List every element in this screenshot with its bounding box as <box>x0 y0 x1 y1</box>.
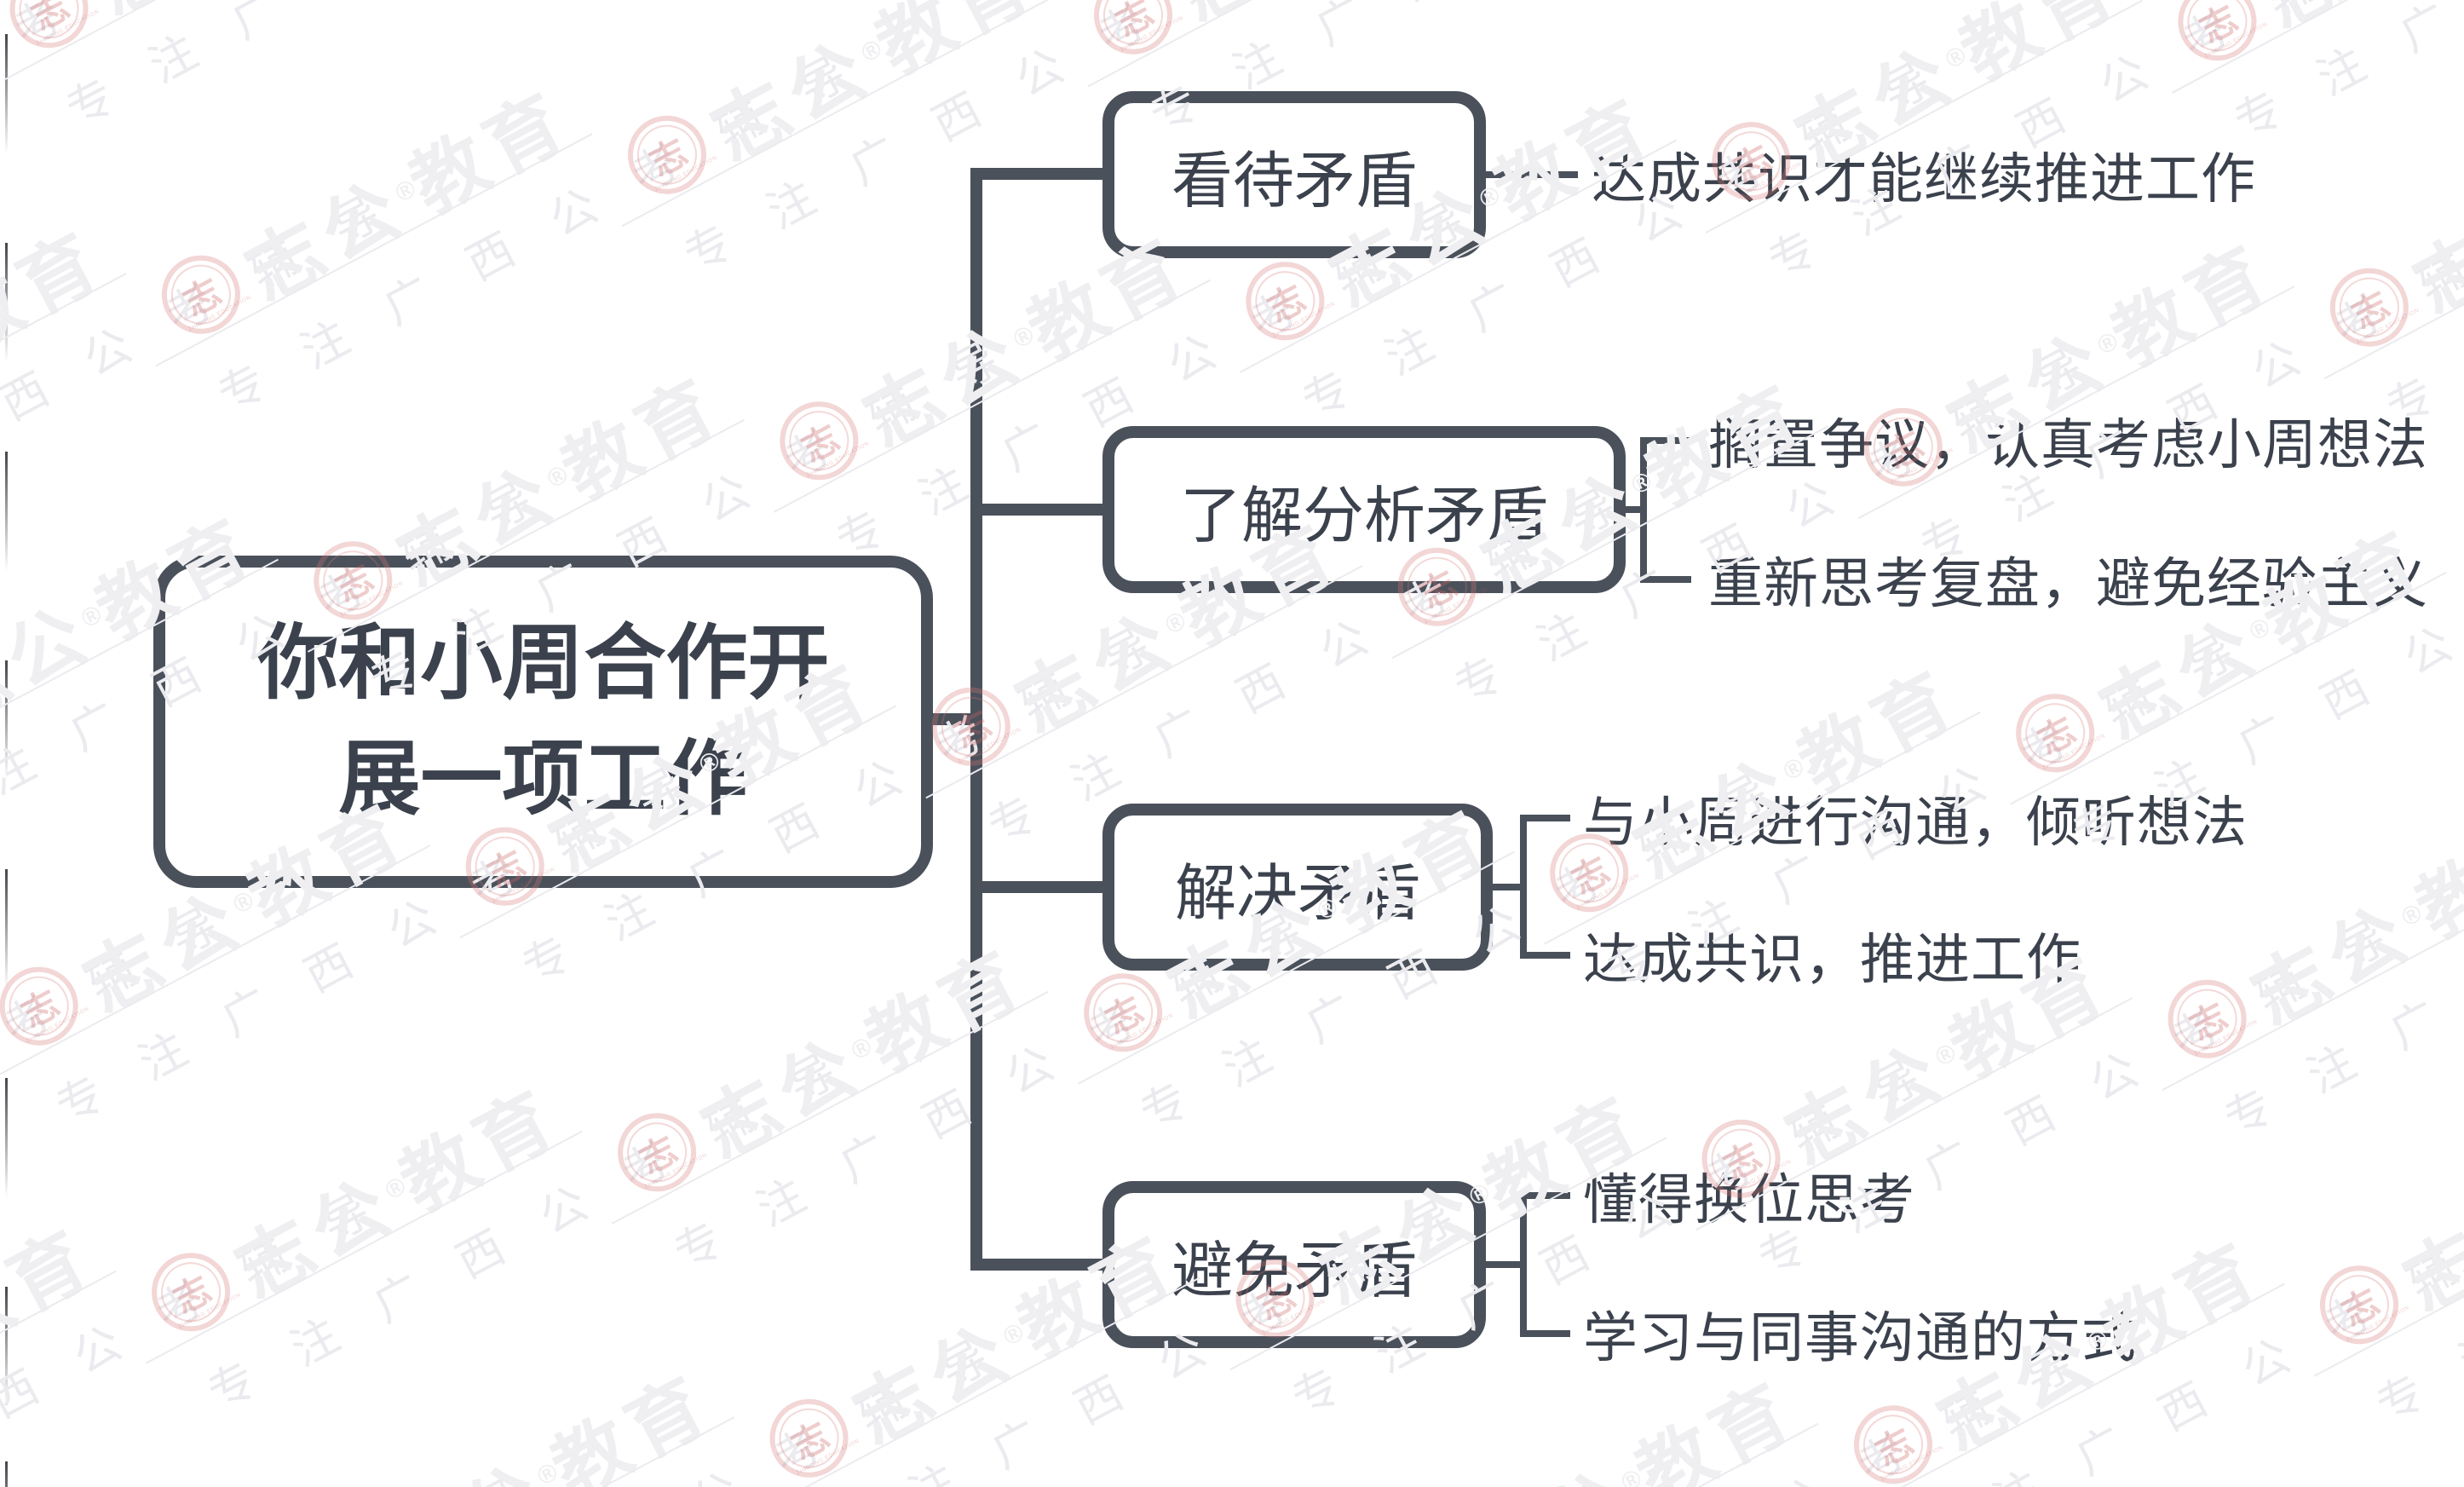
page-edge-tick <box>5 1461 8 1487</box>
leaf-node[interactable]: 搁置争议，认真考虑小周想法 <box>1708 414 2428 475</box>
page-edge-tick <box>5 1287 8 1406</box>
branch-node-avoid-conflict[interactable]: 避免矛盾 <box>1102 1181 1486 1348</box>
connector-leaf-b4-bracket <box>1520 1192 1570 1337</box>
connector-leaf-b3-bracket <box>1520 815 1570 959</box>
branch-label: 看待矛盾 <box>1171 147 1417 216</box>
branch-node-view-conflict[interactable]: 看待矛盾 <box>1102 91 1486 258</box>
branch-label: 解决矛盾 <box>1174 859 1420 928</box>
page-edge-tick <box>5 452 8 571</box>
branch-node-analyze-conflict[interactable]: 了解分析矛盾 <box>1102 426 1626 593</box>
root-node[interactable]: 你和小周合作开展一项工作 <box>153 556 933 888</box>
page-edge-tick <box>5 1078 8 1197</box>
page-edge-tick <box>5 660 8 780</box>
page-edge-tick <box>5 869 8 988</box>
leaf-node[interactable]: 学习与同事沟通的方式 <box>1583 1307 2137 1369</box>
leaf-node[interactable]: 达成共识才能继续推进工作 <box>1592 148 2256 210</box>
branch-label: 了解分析矛盾 <box>1179 481 1548 550</box>
connector-leaf-b2-bracket <box>1640 437 1691 583</box>
leaf-node[interactable]: 与小周进行沟通，倾听想法 <box>1583 792 2248 853</box>
root-node-label: 你和小周合作开展一项工作 <box>256 617 830 825</box>
branch-node-solve-conflict[interactable]: 解决矛盾 <box>1102 804 1493 971</box>
connector-trunk <box>970 168 1102 1271</box>
page-edge-tick <box>5 34 8 153</box>
leaf-node[interactable]: 达成共识，推进工作 <box>1583 929 2081 990</box>
leaf-node[interactable]: 懂得换位思考 <box>1583 1169 1915 1231</box>
page-edge-tick <box>5 243 8 362</box>
leaf-node[interactable]: 重新思考复盘，避免经验主义 <box>1708 553 2428 614</box>
branch-label: 避免矛盾 <box>1171 1236 1417 1305</box>
